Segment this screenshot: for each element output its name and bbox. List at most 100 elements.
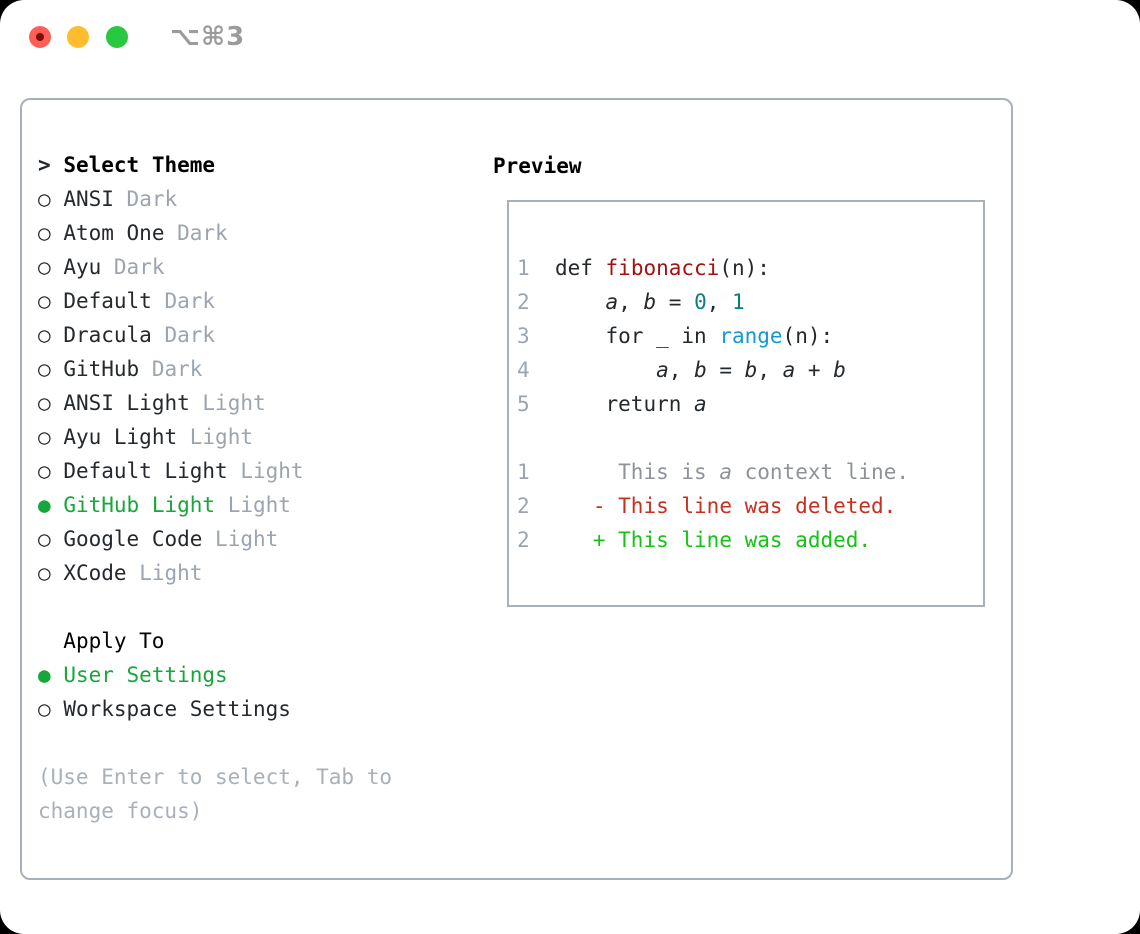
apply-to-title: Apply To xyxy=(38,624,392,658)
theme-name-label: ANSI xyxy=(63,187,114,211)
code-segment: a xyxy=(782,358,796,382)
code-segment: = xyxy=(706,358,745,382)
theme-variant-tag: Light xyxy=(202,391,266,415)
spacer xyxy=(517,421,983,455)
theme-option[interactable]: ○ Atom One Dark xyxy=(38,216,392,250)
theme-variant-tag: Dark xyxy=(126,187,178,211)
theme-list-title-label: Select Theme xyxy=(63,153,216,177)
code-segment: + xyxy=(795,358,834,382)
code-line: 1 This is a context line. xyxy=(517,455,983,489)
theme-option[interactable]: ○ Ayu Dark xyxy=(38,250,392,284)
code-segment: context line. xyxy=(731,460,909,484)
code-segment: a xyxy=(719,460,732,484)
code-segment: , xyxy=(618,290,644,314)
code-segment: - This line was deleted. xyxy=(554,494,897,518)
code-segment: a xyxy=(605,290,619,314)
theme-variant-tag: Dark xyxy=(164,289,216,313)
preview-title: Preview xyxy=(493,154,582,178)
theme-name-label: XCode xyxy=(63,561,127,585)
theme-option[interactable]: ○ Google Code Light xyxy=(38,522,392,556)
code-segment: , xyxy=(668,358,695,382)
line-number: 5 xyxy=(517,392,530,416)
cursor-marker-icon: > xyxy=(38,153,51,177)
close-button[interactable] xyxy=(29,26,51,48)
theme-option[interactable]: ○ ANSI Dark xyxy=(38,182,392,216)
hint-text: (Use Enter to select, Tab to xyxy=(38,765,393,789)
code-segment: This is xyxy=(554,460,720,484)
radio-icon: ○ xyxy=(38,255,51,279)
code-segment: a xyxy=(656,358,669,382)
radio-icon: ○ xyxy=(38,357,51,381)
radio-icon: ○ xyxy=(38,459,51,483)
apply-to-option-label: User Settings xyxy=(63,663,228,687)
minimize-button[interactable] xyxy=(67,26,89,48)
code-segment: return xyxy=(554,392,695,416)
code-line: 2 + This line was added. xyxy=(517,523,983,557)
code-segment: b xyxy=(744,358,758,382)
theme-variant-tag: Dark xyxy=(164,323,216,347)
code-line: 3 for _ in range(n): xyxy=(517,319,983,353)
code-line: 4 a, b = b, a + b xyxy=(517,353,983,387)
radio-icon: ○ xyxy=(38,561,51,585)
theme-variant-tag: Light xyxy=(139,561,203,585)
radio-icon: ○ xyxy=(38,323,51,347)
line-number: 2 xyxy=(517,528,530,552)
theme-option[interactable]: ○ Default Dark xyxy=(38,284,392,318)
theme-option[interactable]: ○ GitHub Dark xyxy=(38,352,392,386)
theme-name-label: Google Code xyxy=(63,527,203,551)
apply-to-option-label: Workspace Settings xyxy=(63,697,291,721)
theme-option[interactable]: ○ Dracula Dark xyxy=(38,318,392,352)
line-number: 2 xyxy=(517,290,530,314)
code-segment: range xyxy=(719,324,783,348)
line-number: 1 xyxy=(517,460,530,484)
apply-to-option[interactable]: ● User Settings xyxy=(38,658,392,692)
theme-name-label: GitHub xyxy=(63,357,140,381)
theme-variant-tag: Light xyxy=(240,459,304,483)
code-segment: fibonacci xyxy=(605,256,720,280)
theme-name-label: Ayu Light xyxy=(63,425,178,449)
apply-to-option[interactable]: ○ Workspace Settings xyxy=(38,692,392,726)
theme-option[interactable]: ○ Default Light Light xyxy=(38,454,392,488)
theme-option[interactable]: ● GitHub Light Light xyxy=(38,488,392,522)
code-segment: = xyxy=(656,290,695,314)
line-number: 4 xyxy=(517,358,530,382)
theme-name-label: ANSI Light xyxy=(63,391,190,415)
theme-list-title: > Select Theme xyxy=(38,148,392,182)
code-segment: 1 xyxy=(732,290,745,314)
radio-icon: ○ xyxy=(38,697,51,721)
zoom-button[interactable] xyxy=(106,26,128,48)
hint-text-line1: (Use Enter to select, Tab to xyxy=(38,760,392,794)
code-segment: , xyxy=(706,290,733,314)
line-number: 3 xyxy=(517,324,530,348)
code-segment: b xyxy=(694,358,707,382)
theme-name-label: Default Light xyxy=(63,459,228,483)
theme-option[interactable]: ○ Ayu Light Light xyxy=(38,420,392,454)
code-line: 2 a, b = 0, 1 xyxy=(517,285,983,319)
apply-to-title-label: Apply To xyxy=(63,629,165,653)
spacer xyxy=(38,726,392,760)
radio-icon: ○ xyxy=(38,289,51,313)
theme-variant-tag: Dark xyxy=(177,221,228,245)
theme-name-label: Ayu xyxy=(63,255,102,279)
theme-option[interactable]: ○ XCode Light xyxy=(38,556,392,590)
theme-name-label: Dracula xyxy=(63,323,152,347)
code-segment: for _ in xyxy=(554,324,720,348)
theme-variant-tag: Dark xyxy=(151,357,203,381)
code-line: 1 def fibonacci(n): xyxy=(517,251,983,285)
code-segment: (n): xyxy=(782,324,834,348)
theme-name-label: Default xyxy=(63,289,152,313)
theme-option[interactable]: ○ ANSI Light Light xyxy=(38,386,392,420)
theme-variant-tag: Dark xyxy=(113,255,165,279)
theme-list: > Select Theme○ ANSI Dark○ Atom One Dark… xyxy=(38,148,392,828)
spacer xyxy=(38,590,392,624)
hint-text-line2: change focus) xyxy=(38,794,392,828)
code-segment xyxy=(555,358,656,382)
radio-selected-icon: ● xyxy=(38,663,51,687)
theme-variant-tag: Light xyxy=(215,527,279,551)
radio-icon: ○ xyxy=(38,187,51,211)
code-segment: b xyxy=(643,290,657,314)
radio-selected-icon: ● xyxy=(38,493,51,517)
line-number: 1 xyxy=(517,256,530,280)
